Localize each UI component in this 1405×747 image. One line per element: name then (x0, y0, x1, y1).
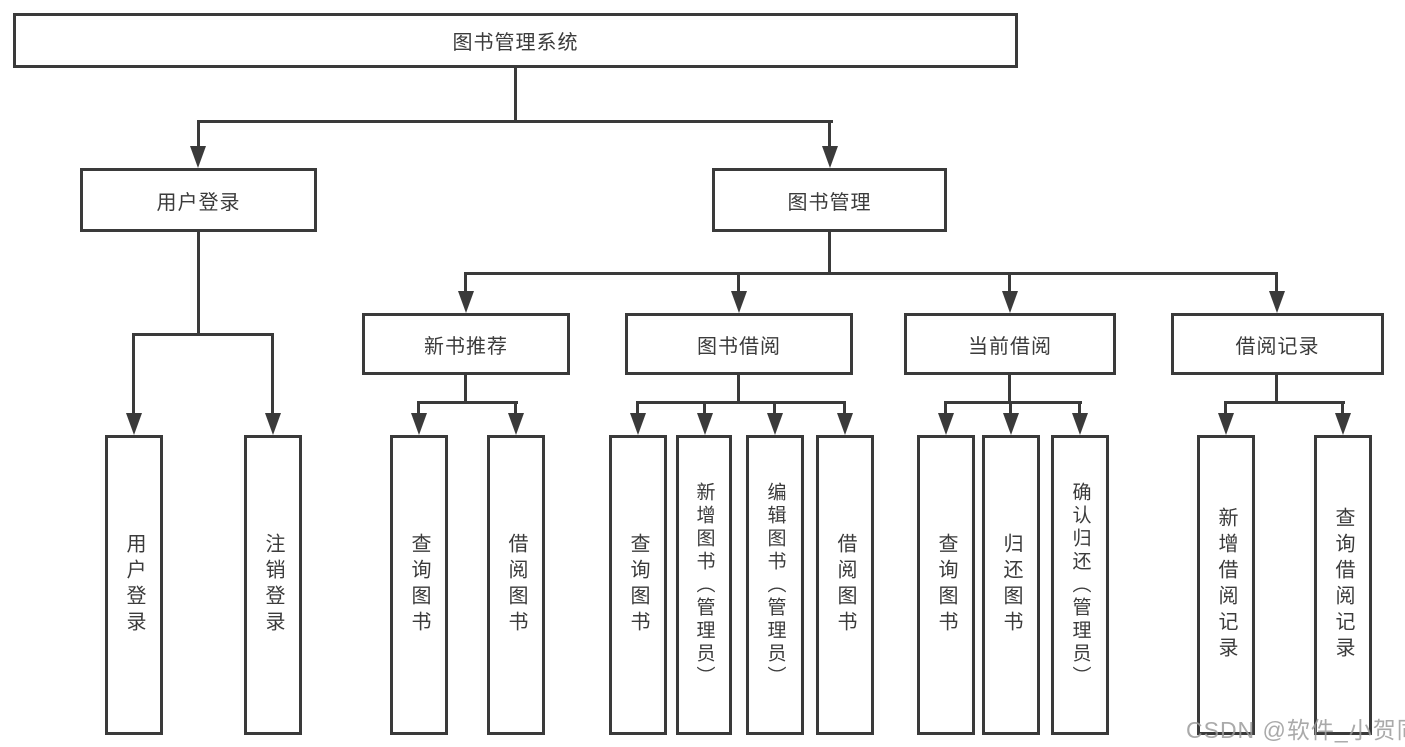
arrowhead-cb-confirm (1072, 413, 1088, 435)
node-user-login-label: 用户登录 (156, 191, 241, 214)
node-borrow-record: 借阅记录 (1171, 313, 1384, 375)
node-current-borrow-label: 当前借阅 (968, 335, 1052, 358)
arrowhead-br-query (1335, 413, 1351, 435)
arrowhead-book-borrow (731, 291, 747, 313)
leaf-user-login: 用户登录 (105, 435, 163, 735)
connector-userlogin-stem (197, 232, 200, 336)
connector-drop-borrow-record (1275, 272, 1278, 294)
arrowhead-logout-leaf (265, 413, 281, 435)
arrowhead-book-mgmt (822, 146, 838, 168)
connector-current-stem (1008, 375, 1011, 404)
leaf-nb-borrow-books: 借阅图书 (487, 435, 545, 735)
leaf-br-query-record: 查询借阅记录 (1314, 435, 1372, 735)
arrowhead-login-leaf (126, 413, 142, 435)
connector-drop-nb-borrow (514, 401, 517, 415)
arrowhead-nb-borrow (508, 413, 524, 435)
connector-drop-cb-query (944, 401, 947, 415)
connector-drop-bb-edit (773, 401, 776, 415)
arrowhead-br-add (1218, 413, 1234, 435)
connector-drop-book-borrow (737, 272, 740, 294)
node-root-label: 图书管理系统 (452, 32, 579, 54)
node-user-login: 用户登录 (80, 168, 317, 232)
leaf-bb-borrow-books: 借阅图书 (816, 435, 874, 735)
connector-drop-user-login (197, 120, 200, 150)
leaf-bb-add-books-admin: 新增图书（管理员） (676, 435, 732, 735)
node-book-management: 图书管理 (712, 168, 947, 232)
arrowhead-bb-query (630, 413, 646, 435)
node-new-book-recommend: 新书推荐 (362, 313, 570, 375)
connector-record-bus (1224, 401, 1345, 404)
connector-drop-nb-query (417, 401, 420, 415)
connector-userlogin-bus (132, 333, 274, 336)
leaf-logout: 注销登录 (244, 435, 302, 735)
leaf-cb-query-books: 查询图书 (917, 435, 975, 735)
leaf-bb-edit-books-admin: 编辑图书（管理员） (746, 435, 804, 735)
connector-drop-cb-confirm (1078, 401, 1081, 415)
connector-drop-login-leaf (132, 333, 135, 415)
connector-drop-current-borrow (1008, 272, 1011, 294)
arrowhead-cb-query (938, 413, 954, 435)
connector-drop-br-query (1341, 401, 1344, 415)
arrowhead-current-borrow (1002, 291, 1018, 313)
leaf-cb-confirm-return-admin: 确认归还（管理员） (1051, 435, 1109, 735)
connector-current-bus (944, 401, 1082, 404)
connector-drop-cb-return (1009, 401, 1012, 415)
connector-borrow-bus (636, 401, 846, 404)
arrowhead-nb-query (411, 413, 427, 435)
node-root-system: 图书管理系统 (13, 13, 1018, 68)
arrowhead-bb-borrow (837, 413, 853, 435)
arrowhead-cb-return (1003, 413, 1019, 435)
connector-drop-new-book (464, 272, 467, 294)
node-book-borrow: 图书借阅 (625, 313, 853, 375)
connector-record-stem (1275, 375, 1278, 404)
csdn-watermark: CSDN @软件_小贺同学 (1186, 717, 1405, 743)
leaf-br-add-record: 新增借阅记录 (1197, 435, 1255, 735)
arrowhead-borrow-record (1269, 291, 1285, 313)
node-book-borrow-label: 图书借阅 (697, 335, 781, 358)
connector-drop-br-add (1224, 401, 1227, 415)
node-current-borrow: 当前借阅 (904, 313, 1116, 375)
node-new-book-recommend-label: 新书推荐 (424, 335, 508, 358)
connector-newbook-bus (417, 401, 518, 404)
arrowhead-bb-edit (767, 413, 783, 435)
connector-drop-book-mgmt (828, 120, 831, 150)
connector-bookmgmt-bus (464, 272, 1278, 275)
arrowhead-bb-add (697, 413, 713, 435)
connector-drop-bb-add (703, 401, 706, 415)
connector-borrow-stem (737, 375, 740, 404)
connector-drop-bb-borrow (843, 401, 846, 415)
arrowhead-new-book (458, 291, 474, 313)
node-book-management-label: 图书管理 (787, 191, 872, 214)
connector-root-stem (514, 68, 517, 123)
connector-drop-bb-query (636, 401, 639, 415)
arrowhead-user-login (190, 146, 206, 168)
connector-drop-logout-leaf (271, 333, 274, 415)
connector-root-bus (197, 120, 833, 123)
leaf-nb-query-books: 查询图书 (390, 435, 448, 735)
leaf-bb-query-books: 查询图书 (609, 435, 667, 735)
node-borrow-record-label: 借阅记录 (1235, 335, 1320, 358)
connector-bookmgmt-stem (828, 232, 831, 275)
leaf-cb-return-books: 归还图书 (982, 435, 1040, 735)
connector-newbook-stem (464, 375, 467, 404)
